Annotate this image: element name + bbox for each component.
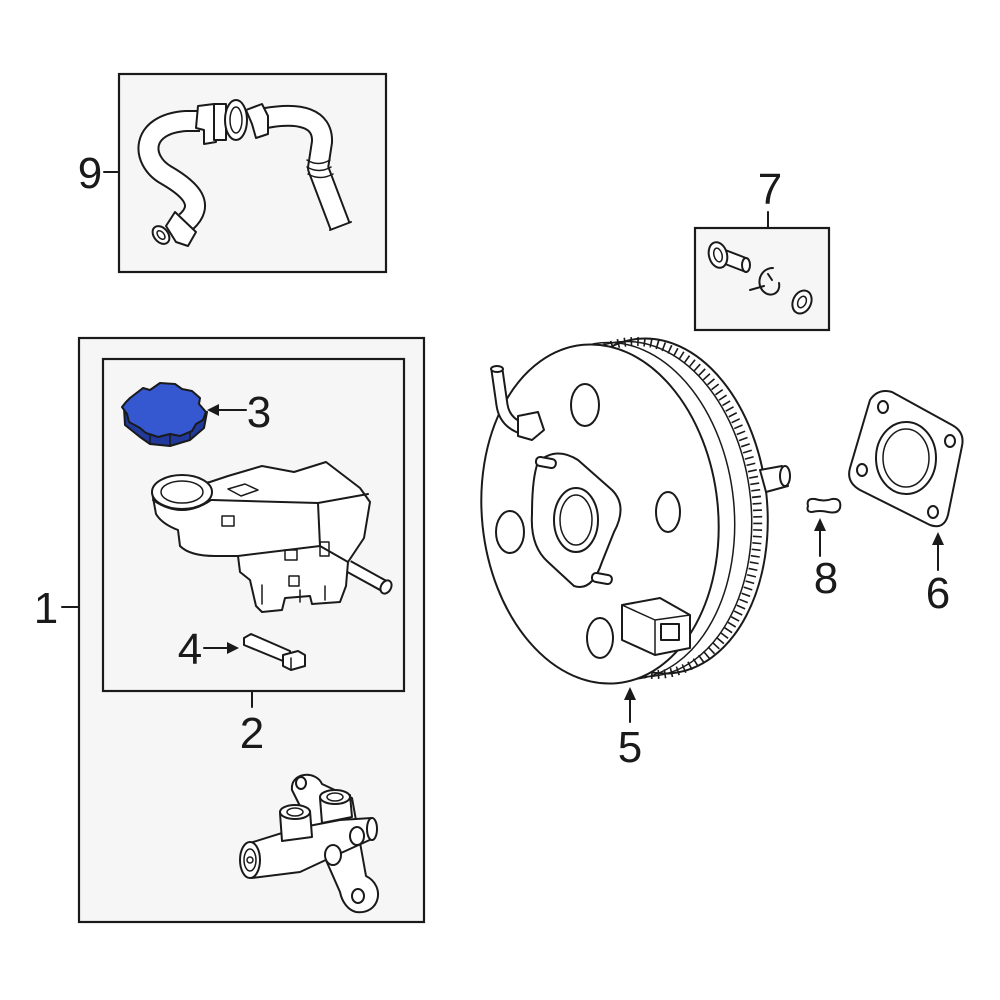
clip-body <box>806 497 842 514</box>
booster-hole-right <box>655 491 681 533</box>
cylinder-front-end <box>239 841 261 879</box>
part-8-arrowhead <box>814 518 826 531</box>
part-7-group: 7 <box>693 165 831 332</box>
part-4-level-sensor <box>243 633 306 671</box>
bolt-head <box>707 241 729 269</box>
flange-hole-top <box>295 776 307 790</box>
brake-line-port-a <box>324 844 342 866</box>
flange-hole-bottom <box>351 888 365 904</box>
hose-cut-end <box>329 221 352 231</box>
vacuum-hose <box>137 99 352 247</box>
booster-hole-bottom <box>586 617 614 659</box>
reservoir-tab-d <box>288 575 300 587</box>
callout-7: 7 <box>758 165 782 214</box>
part-9-group: 9 <box>78 72 388 274</box>
reservoir-feet <box>261 584 326 605</box>
bolt-tip <box>741 257 751 273</box>
filler-opening <box>160 480 204 504</box>
reservoir-tab-c <box>319 541 330 557</box>
hose-corrugation <box>306 159 334 179</box>
part-5-brake-booster: 5 <box>480 337 791 772</box>
callout-8: 8 <box>814 554 838 603</box>
bolt-head-recess <box>712 247 724 263</box>
washer <box>791 289 813 315</box>
callout-1: 1 <box>34 584 58 633</box>
hose-left-inner <box>139 112 204 229</box>
reservoir-port-rear-bore <box>326 792 344 802</box>
gasket-hole-bottom-left <box>856 463 868 477</box>
booster-sensor-edges <box>621 604 691 656</box>
gasket-hole-bottom-right <box>927 505 939 519</box>
gasket-hole-top-right <box>944 434 956 448</box>
part-8-clip: 8 <box>806 497 842 603</box>
part-5-arrowhead <box>624 687 636 700</box>
check-valve-tube-end <box>490 365 504 373</box>
coupling-face <box>229 106 243 134</box>
callout-5: 5 <box>618 723 642 772</box>
hose-end-clip <box>165 211 197 247</box>
reservoir-port-front-bore <box>286 807 304 817</box>
part-6-arrowhead <box>932 532 944 545</box>
booster-hole-top <box>570 383 600 427</box>
master-cylinder <box>239 774 379 914</box>
reservoir-tab-b <box>284 549 298 561</box>
callout-3: 3 <box>247 388 271 437</box>
reservoir-port-front <box>279 804 311 820</box>
brake-line-port-b <box>349 826 365 846</box>
gasket-hole-top-left <box>877 400 889 414</box>
part-2-group: 3 <box>101 357 406 758</box>
retaining-clip <box>758 267 781 296</box>
check-valve-grommet <box>517 411 545 441</box>
callout-4: 4 <box>178 625 202 674</box>
reservoir-port-rear <box>319 789 351 805</box>
part-3-reservoir-cap <box>121 382 208 447</box>
cylinder-front-recess <box>243 848 257 872</box>
reservoir-outlet-end <box>379 579 393 595</box>
reservoir-label-pad <box>227 483 259 497</box>
cylinder-rear-end <box>366 817 378 841</box>
reservoir-tab-a <box>221 515 235 527</box>
part-4-arrowhead <box>227 642 239 654</box>
part-1-group: 1 3 <box>34 336 426 924</box>
gasket-center-opening <box>882 428 930 488</box>
hose-right-inner <box>264 106 349 230</box>
booster-push-rod-seat <box>553 487 599 553</box>
booster-sensor-plug <box>660 623 680 641</box>
cap-top <box>121 382 207 438</box>
booster-hole-left <box>495 510 525 554</box>
part-3-arrowhead <box>207 404 219 416</box>
fluid-reservoir <box>151 461 393 613</box>
booster-stud-lower <box>590 571 613 586</box>
booster-push-rod-bore <box>559 494 593 546</box>
gasket-center-ring <box>875 421 937 495</box>
vacuum-port-end <box>779 465 791 487</box>
callout-6: 6 <box>926 569 950 618</box>
callout-9: 9 <box>78 149 102 198</box>
booster-stud-upper <box>534 455 557 470</box>
cylinder-front-plug <box>246 856 254 864</box>
hose-clip-right <box>245 103 269 139</box>
hose-end-bore <box>156 229 166 241</box>
sensor-connector <box>282 650 306 671</box>
coupling-body <box>224 99 248 141</box>
part-6-gasket: 6 <box>848 390 964 618</box>
reservoir-outlet-inner <box>345 562 389 591</box>
hose-end-fitting <box>151 225 171 245</box>
washer-hole <box>796 295 808 309</box>
clip-detail <box>749 273 773 291</box>
callout-2: 2 <box>240 709 264 758</box>
